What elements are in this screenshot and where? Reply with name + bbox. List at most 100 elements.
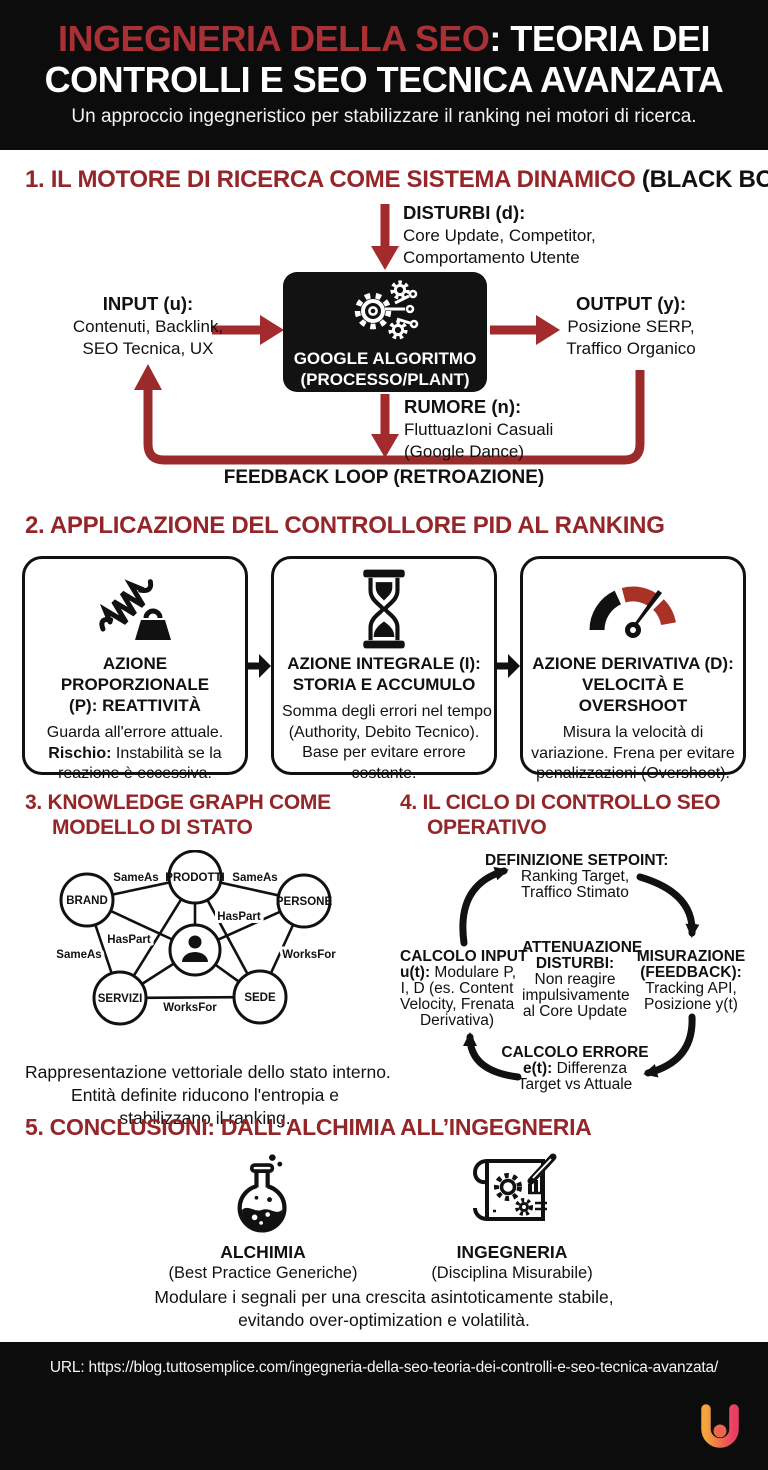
step-line: Target vs Attuale — [517, 1076, 633, 1093]
control-cycle-section: 4. IL CICLO DI CONTROLLO SEO OPERATIVO — [400, 790, 768, 840]
step-line: u(t): Modulare P, — [400, 964, 516, 981]
flask-icon — [143, 1152, 383, 1236]
card-body-line: variazione. Frena per evitare — [531, 744, 735, 762]
section3-heading-line1: 3. KNOWLEDGE GRAPH COME — [25, 791, 331, 814]
ingegneria-label: INGEGNERIA — [456, 1242, 568, 1262]
page-title-line2: CONTROLLI E SEO TECNICA AVANZATA — [44, 59, 724, 100]
step-line: Ranking Target, — [520, 868, 630, 885]
person-icon — [182, 935, 208, 962]
page-title-rest: : TEORIA DEI — [489, 18, 711, 59]
edge-label: SameAs — [113, 872, 158, 884]
edge-label: SameAs — [56, 949, 101, 961]
card-body-line: costante. — [351, 764, 417, 782]
footer-url: URL: https://blog.tuttosemplice.com/inge… — [49, 1359, 719, 1376]
rumore-line2: (Google Dance) — [404, 442, 525, 461]
arrow-errore-to-input — [463, 1032, 522, 1081]
pencil — [527, 1153, 557, 1185]
step-title: MISURAZIONE — [636, 948, 746, 965]
page-title-red: INGEGNERIA DELLA SEO — [57, 18, 490, 59]
section1-heading-red: 1. IL MOTORE DI RICERCA COME SISTEMA DIN… — [25, 166, 636, 193]
card-body-line: reazione è eccessiva. — [58, 765, 212, 782]
section5-heading: 5. CONCLUSIONI: DALL’ALCHIMIA ALL’INGEGN… — [25, 1114, 592, 1140]
edge-label: WorksFor — [282, 949, 336, 961]
step-line: al Core Update — [522, 1003, 628, 1020]
rumore-arrow — [371, 394, 399, 458]
plant-line1: GOOGLE ALGORITMO — [293, 349, 477, 368]
cycle-step-errore: CALCOLO ERRORE e(t): Differenza Target v… — [475, 1045, 675, 1093]
step-line: I, D (es. Content — [400, 980, 514, 997]
card-title-line1: AZIONE DERIVATIVA (D): — [532, 654, 734, 673]
step-title: DEFINIZIONE SETPOINT: — [485, 852, 669, 869]
diagram-arrows-layer — [134, 204, 645, 465]
node-persone: PERSONE — [276, 896, 333, 908]
edge-label: WorksFor — [163, 1002, 217, 1014]
pid-card-proportional: AZIONE PROPORZIONALE (P): REATTIVITÀ Gua… — [22, 556, 248, 782]
card-connector-arrow — [497, 556, 520, 775]
node-prodotti: PRODOTTI — [165, 872, 224, 884]
step-bold: u(t): — [400, 964, 431, 981]
section4-heading: 4. IL CICLO DI CONTROLLO SEO OPERATIVO — [400, 790, 768, 840]
arrow-misurazione-to-errore — [643, 1013, 696, 1078]
disturbi-line2: Comportamento Utente — [403, 248, 580, 267]
input-arrow — [212, 315, 284, 345]
cycle-step-misurazione: MISURAZIONE (FEEDBACK): Tracking API, Po… — [634, 949, 748, 1013]
card-title-line1: AZIONE INTEGRALE (I): — [287, 654, 481, 673]
step-line: e(t): Differenza — [475, 1061, 675, 1077]
section3-caption: Rappresentazione vettoriale dello stato … — [25, 1061, 391, 1130]
step-line: Tracking API, — [645, 980, 737, 997]
caption-line: stabilizzano il ranking. — [119, 1108, 291, 1128]
conclusions-section: 5. CONCLUSIONI: DALL’ALCHIMIA ALL’INGEGN… — [0, 1114, 768, 1330]
input-label: INPUT (u): Contenuti, Backlink, SEO Tecn… — [45, 293, 251, 361]
section4-heading-line2: OPERATIVO — [427, 816, 547, 839]
card-body-line: Rischio: Instabilità se la — [33, 744, 237, 765]
disturbi-arrow — [371, 204, 399, 270]
knowledge-graph-section: 3. KNOWLEDGE GRAPH COME MODELLO DI STATO — [25, 790, 393, 1130]
card-body-line: Base per evitare errore — [302, 744, 466, 761]
plant-box: GOOGLE ALGORITMO (PROCESSO/PLANT) — [283, 272, 487, 392]
output-label: OUTPUT (y): Posizione SERP, Traffico Org… — [528, 293, 734, 361]
card-body-line: (Authority, Debito Tecnico). — [288, 723, 480, 741]
feedback-label: FEEDBACK LOOP (RETROAZIONE) — [223, 467, 545, 488]
node-brand: BRAND — [66, 895, 108, 907]
card-body-bold: Rischio: — [48, 744, 112, 762]
card-body-rest: Instabilità se la — [111, 744, 222, 762]
step-line: Non reagire — [534, 971, 616, 988]
node-servizi: SERVIZI — [98, 993, 143, 1005]
pid-card-derivative: AZIONE DERIVATIVA (D): VELOCITÀ E OVERSH… — [520, 556, 746, 782]
card-body: Misura la velocità di variazione. Frena … — [531, 723, 735, 785]
card-body: Somma degli errori nel tempo (Authority,… — [282, 702, 492, 784]
step-title: DISTURBI: — [535, 955, 615, 972]
disturbi-title: DISTURBI (d): — [403, 202, 526, 223]
page-title: INGEGNERIA DELLA SEO: TEORIA DEI CONTROL… — [0, 0, 768, 100]
edge-label: HasPart — [107, 934, 151, 946]
section1-heading: 1. IL MOTORE DI RICERCA COME SISTEMA DIN… — [25, 166, 768, 194]
output-arrow — [490, 315, 560, 345]
pid-cards-row: AZIONE PROPORZIONALE (P): REATTIVITÀ Gua… — [22, 556, 746, 782]
step-line: Traffico Stimato — [521, 884, 629, 901]
section1-heading-black: (BLACK BOX) — [641, 166, 768, 193]
card-title-line1: AZIONE PROPORZIONALE — [60, 654, 210, 694]
blackbox-diagram: DISTURBI (d): Core Update, Competitor, C… — [0, 200, 768, 496]
footer: URL: https://blog.tuttosemplice.com/inge… — [0, 1342, 768, 1470]
step-title: (FEEDBACK): — [640, 964, 742, 981]
step-rest: Differenza — [552, 1060, 627, 1077]
step-title: CALCOLO ERRORE — [501, 1044, 649, 1061]
caption-line: evitando over-optimization e volatilità. — [238, 1310, 530, 1330]
card-title-line2: VELOCITÀ E OVERSHOOT — [578, 675, 688, 715]
page-subtitle: Un approccio ingegneristico per stabiliz… — [71, 106, 697, 127]
card-title: AZIONE INTEGRALE (I): STORIA E ACCUMULO — [282, 653, 486, 695]
graph-nodes — [59, 849, 332, 1026]
input-line2: SEO Tecnica, UX — [82, 339, 214, 358]
graph-edge-labels: SameAs SameAs HasPart HasPart SameAs Wor… — [53, 869, 339, 1017]
node-sede: SEDE — [244, 992, 276, 1004]
card-body: Guarda all'errore attuale. Rischio: Inst… — [33, 723, 237, 785]
card-body-line: Misura la velocità di — [562, 724, 704, 741]
output-line2: Traffico Organico — [566, 339, 696, 358]
spring-weight-icon — [33, 569, 237, 649]
section2-heading: 2. APPLICAZIONE DEL CONTROLLORE PID AL R… — [25, 512, 665, 539]
step-line: Posizione y(t) — [644, 996, 738, 1013]
card-title-line2: (P): REATTIVITÀ — [69, 696, 201, 715]
caption-line: Rappresentazione vettoriale dello stato … — [25, 1062, 391, 1082]
cycle-arrows — [459, 866, 700, 1081]
card-title: AZIONE PROPORZIONALE (P): REATTIVITÀ — [33, 653, 237, 716]
